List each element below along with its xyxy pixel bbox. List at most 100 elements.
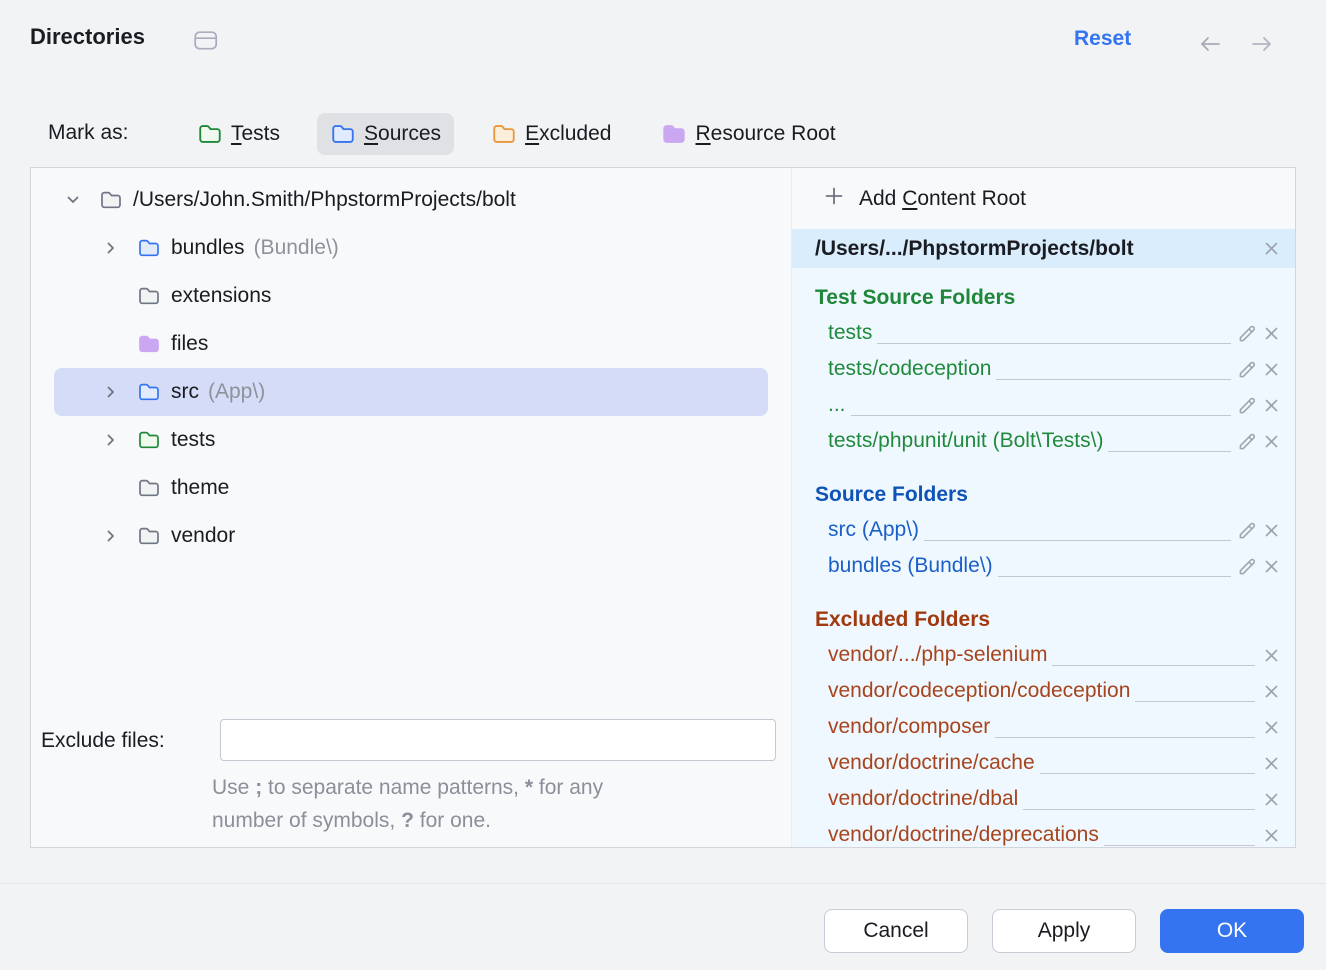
edit-icon[interactable] xyxy=(1235,357,1259,381)
tree-item-package: (Bundle\) xyxy=(254,236,339,260)
row-underline xyxy=(998,576,1231,577)
tree-item-label: files xyxy=(171,332,208,356)
row-underline xyxy=(924,540,1231,541)
content-root-folders: Test Source Folders tests tests/codeceptio… xyxy=(792,268,1295,847)
tree-item-label: theme xyxy=(171,476,229,500)
remove-icon[interactable] xyxy=(1259,357,1283,381)
green-folder-icon xyxy=(197,121,223,147)
reset-button[interactable]: Reset xyxy=(1074,27,1131,51)
mark-as-resource-root-button[interactable]: Resource Root xyxy=(648,113,848,155)
folder-row-bundles-bundle[interactable]: bundles (Bundle\) xyxy=(792,548,1295,584)
test-source-folders-title: Test Source Folders xyxy=(792,283,1295,313)
ok-button[interactable]: OK xyxy=(1160,909,1304,953)
remove-icon[interactable] xyxy=(1259,429,1283,453)
row-underline xyxy=(1135,701,1255,702)
exclude-files-hint: Use ; to separate name patterns, * for a… xyxy=(212,771,603,837)
page-title: Directories xyxy=(30,24,145,50)
tree-row-src[interactable]: src(App\) xyxy=(54,368,768,416)
directory-tree: /Users/John.Smith/PhpstormProjects/bolt … xyxy=(31,176,792,560)
dialog-footer: Cancel Apply OK xyxy=(0,883,1326,970)
folder-row-vendor-codeception-codeception[interactable]: vendor/codeception/codeception xyxy=(792,673,1295,709)
remove-icon[interactable] xyxy=(1259,787,1283,811)
plus-icon xyxy=(822,184,846,214)
chevron-down-icon[interactable] xyxy=(63,190,83,210)
folder-row-label: tests xyxy=(828,321,872,345)
edit-icon[interactable] xyxy=(1235,321,1259,345)
chevron-right-icon[interactable] xyxy=(101,526,121,546)
mark-as-excluded-button[interactable]: Excluded xyxy=(478,113,624,155)
excluded-folders-title: Excluded Folders xyxy=(792,605,1295,635)
row-underline xyxy=(1040,773,1255,774)
exclude-files-input[interactable] xyxy=(220,719,776,761)
remove-icon[interactable] xyxy=(1259,518,1283,542)
back-arrow-button[interactable] xyxy=(1196,30,1224,58)
folder-row-label: vendor/doctrine/deprecations xyxy=(828,823,1099,847)
remove-icon[interactable] xyxy=(1259,393,1283,417)
edit-icon[interactable] xyxy=(1235,429,1259,453)
folder-row-vendor-doctrine-deprecations[interactable]: vendor/doctrine/deprecations xyxy=(792,817,1295,847)
blue-folder-icon xyxy=(137,236,161,260)
remove-icon[interactable] xyxy=(1259,679,1283,703)
remove-content-root-icon[interactable] xyxy=(1259,237,1283,261)
folder-row-[interactable]: ... xyxy=(792,387,1295,423)
mark-as-sources-button[interactable]: Sources xyxy=(317,113,454,155)
folder-row-tests-phpunit-unit-bolt-tests[interactable]: tests/phpunit/unit (Bolt\Tests\) xyxy=(792,423,1295,459)
tree-item-label: bundles xyxy=(171,236,245,260)
window-icon xyxy=(194,30,218,56)
remove-icon[interactable] xyxy=(1259,751,1283,775)
chevron-right-icon[interactable] xyxy=(101,238,121,258)
directories-panel: /Users/John.Smith/PhpstormProjects/bolt … xyxy=(30,167,1296,848)
remove-icon[interactable] xyxy=(1259,823,1283,847)
forward-arrow-button[interactable] xyxy=(1248,30,1276,58)
folder-row-label: vendor/doctrine/cache xyxy=(828,751,1035,775)
row-underline xyxy=(1023,809,1255,810)
gray-folder-icon xyxy=(137,524,161,548)
folder-row-label: src (App\) xyxy=(828,518,919,542)
folder-row-label: tests/codeception xyxy=(828,357,991,381)
folder-row-vendor-doctrine-dbal[interactable]: vendor/doctrine/dbal xyxy=(792,781,1295,817)
purple-folder-icon xyxy=(661,121,687,147)
tree-item-label: /Users/John.Smith/PhpstormProjects/bolt xyxy=(133,188,516,212)
folder-row-label: vendor/doctrine/dbal xyxy=(828,787,1018,811)
chevron-placeholder xyxy=(101,478,121,498)
folder-row-vendor-composer[interactable]: vendor/composer xyxy=(792,709,1295,745)
folder-row-vendor-php-selenium[interactable]: vendor/.../php-selenium xyxy=(792,637,1295,673)
row-underline xyxy=(1108,451,1231,452)
edit-icon[interactable] xyxy=(1235,518,1259,542)
folder-row-src-app[interactable]: src (App\) xyxy=(792,512,1295,548)
folder-row-tests-codeception[interactable]: tests/codeception xyxy=(792,351,1295,387)
tree-row-bundles[interactable]: bundles (Bundle\) xyxy=(54,224,768,272)
tree-row-vendor[interactable]: vendor xyxy=(54,512,768,560)
row-underline xyxy=(851,415,1231,416)
folder-row-label: vendor/.../php-selenium xyxy=(828,643,1047,667)
content-root-row[interactable]: /Users/.../PhpstormProjects/bolt xyxy=(792,229,1295,268)
mark-as-label: Mark as: xyxy=(48,121,129,145)
tree-item-label: src xyxy=(171,380,199,404)
row-underline xyxy=(877,343,1231,344)
chevron-right-icon[interactable] xyxy=(101,382,121,402)
blue-folder-icon xyxy=(137,380,161,404)
remove-icon[interactable] xyxy=(1259,321,1283,345)
tree-item-label: extensions xyxy=(171,284,271,308)
remove-icon[interactable] xyxy=(1259,554,1283,578)
folder-row-vendor-doctrine-cache[interactable]: vendor/doctrine/cache xyxy=(792,745,1295,781)
edit-icon[interactable] xyxy=(1235,393,1259,417)
remove-icon[interactable] xyxy=(1259,715,1283,739)
tree-row-files[interactable]: files xyxy=(54,320,768,368)
tree-row-users-john-smith-phpstormprojects-bolt[interactable]: /Users/John.Smith/PhpstormProjects/bolt xyxy=(54,176,768,224)
chevron-right-icon[interactable] xyxy=(101,430,121,450)
gray-folder-icon xyxy=(137,476,161,500)
mark-as-tests-button[interactable]: Tests xyxy=(184,113,293,155)
cancel-button[interactable]: Cancel xyxy=(824,909,968,953)
edit-icon[interactable] xyxy=(1235,554,1259,578)
tree-row-extensions[interactable]: extensions xyxy=(54,272,768,320)
content-root-path: /Users/.../PhpstormProjects/bolt xyxy=(815,237,1134,261)
green-folder-icon xyxy=(137,428,161,452)
folder-row-tests[interactable]: tests xyxy=(792,315,1295,351)
row-underline xyxy=(1052,665,1255,666)
apply-button[interactable]: Apply xyxy=(992,909,1136,953)
tree-row-tests[interactable]: tests xyxy=(54,416,768,464)
tree-row-theme[interactable]: theme xyxy=(54,464,768,512)
remove-icon[interactable] xyxy=(1259,643,1283,667)
add-content-root-button[interactable]: Add Content Root xyxy=(792,168,1295,229)
